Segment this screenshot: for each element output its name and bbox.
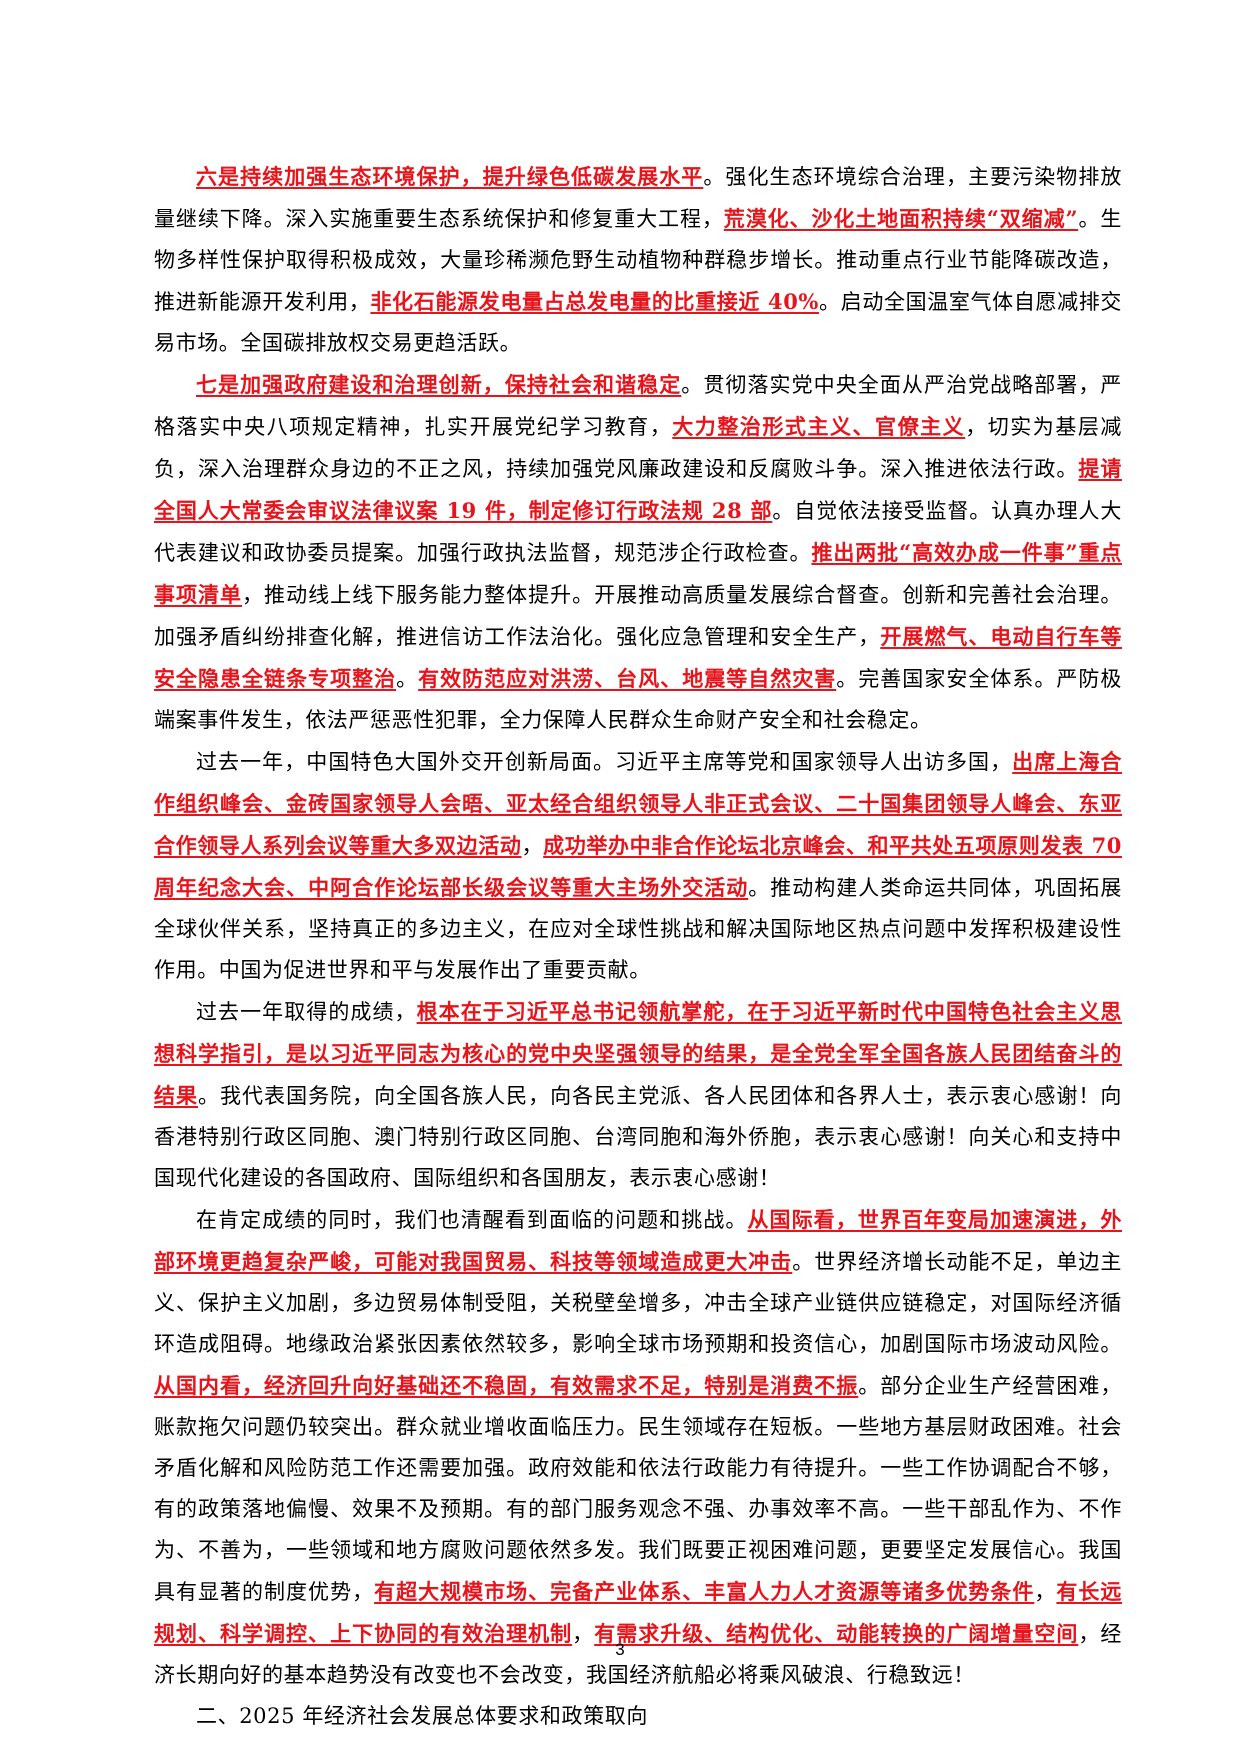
- body-text: ，切实为基层减负，深入治理群众身边的不正之风，持续加强党风廉政建设和反腐败斗争。…: [154, 415, 1122, 481]
- body-text: 。我代表国务院，向全国各族人民，向各民主党派、各人民团体和各界人士，表示衷心感谢…: [154, 1084, 1123, 1190]
- highlighted-text: 有需求升级、结构优化、动能转换的广阔增量空间: [594, 1621, 1079, 1646]
- paragraph: 过去一年取得的成绩，根本在于习近平总书记领航掌舵，在于习近平新时代中国特色社会主…: [154, 991, 1122, 1199]
- highlighted-text: 有效防范应对洪涝、台风、地震等自然灾害: [418, 666, 837, 691]
- body-text: 。贯彻落实党中央全面从严治党战略部署，严格落实中央八项规定精神，扎实开展党纪学习…: [154, 373, 1123, 439]
- body-text: ，推动线上线下服务能力整体提升。开展推动高质量发展综合督查。创新和完善社会治理。…: [154, 583, 1122, 649]
- body-text: ，: [1034, 1580, 1057, 1604]
- document-body: 六是持续加强生态环境保护，提升绿色低碳发展水平。强化生态环境综合治理，主要污染物…: [154, 156, 1122, 1737]
- body-text: ，: [521, 834, 544, 858]
- highlighted-text: 六是持续加强生态环境保护，提升绿色低碳发展水平: [196, 164, 704, 189]
- highlighted-text: 成功举办中非合作论坛北京峰会、和平共处五项原则发表 70 周年纪念大会、中阿合作…: [154, 833, 1122, 900]
- highlighted-text: 有长远规划、科学调控、上下协同的有效治理机制: [154, 1579, 1122, 1646]
- page-number: 3: [615, 1640, 625, 1659]
- body-text: 过去一年，中国特色大国外交开创新局面。习近平主席等党和国家领导人出访多国，: [196, 750, 1013, 774]
- highlighted-text: 七是加强政府建设和治理创新，保持社会和谐稳定: [196, 372, 682, 397]
- body-text: 。自觉依法接受监督。认真办理人大代表建议和政协委员提案。加强行政执法监督，规范涉…: [154, 499, 1123, 565]
- paragraph: 六是持续加强生态环境保护，提升绿色低碳发展水平。强化生态环境综合治理，主要污染物…: [154, 156, 1122, 364]
- body-text: 。部分企业生产经营困难，账款拖欠问题仍较突出。群众就业增收面临压力。民生领域存在…: [154, 1374, 1122, 1604]
- body-text: 。强化生态环境综合治理，主要污染物排放量继续下降。深入实施重要生态系统保护和修复…: [154, 165, 1122, 231]
- highlighted-text: 有超大规模市场、完备产业体系、丰富人力人才资源等诸多优势条件: [374, 1579, 1035, 1604]
- body-text: 。: [396, 667, 419, 691]
- body-text: 过去一年取得的成绩，: [196, 1000, 417, 1024]
- body-text: 。启动全国温室气体自愿减排交易市场。全国碳排放权交易更趋活跃。: [154, 290, 1123, 355]
- highlighted-text: 开展燃气、电动自行车等安全隐患全链条专项整治: [154, 624, 1123, 691]
- body-text: 。完善国家安全体系。严防极端案事件发生，依法严惩恶性犯罪，全力保障人民群众生命财…: [154, 667, 1122, 732]
- highlighted-text: 推出两批“高效办成一件事”重点事项清单: [154, 540, 1122, 607]
- highlighted-text: 非化石能源发电量占总发电量的比重接近 40%: [370, 289, 819, 314]
- highlighted-text: 从国际看，世界百年变局加速演进，外部环境更趋复杂严峻，可能对我国贸易、科技等领域…: [154, 1207, 1123, 1274]
- body-text: 。世界经济增长动能不足，单边主义、保护主义加剧，多边贸易体制受阻，关税壁垒增多，…: [154, 1250, 1122, 1356]
- highlighted-text: 大力整治形式主义、官僚主义: [672, 414, 966, 439]
- body-text: 二、2025 年经济社会发展总体要求和政策取向: [196, 1704, 648, 1728]
- paragraph: 七是加强政府建设和治理创新，保持社会和谐稳定。贯彻落实党中央全面从严治党战略部署…: [154, 364, 1122, 741]
- highlighted-text: 根本在于习近平总书记领航掌舵，在于习近平新时代中国特色社会主义思想科学指引，是以…: [154, 999, 1123, 1108]
- highlighted-text: 从国内看，经济回升向好基础还不稳固，有效需求不足，特别是消费不振: [154, 1373, 859, 1398]
- paragraph: 过去一年，中国特色大国外交开创新局面。习近平主席等党和国家领导人出访多国，出席上…: [154, 741, 1122, 991]
- highlighted-text: 提请全国人大常委会审议法律议案 19 件，制定修订行政法规 28 部: [154, 456, 1122, 523]
- highlighted-text: 出席上海合作组织峰会、金砖国家领导人会晤、亚太经合组织领导人非正式会议、二十国集…: [154, 749, 1123, 858]
- body-text: 。生物多样性保护取得积极成效，大量珍稀濒危野生动植物种群稳步增长。推动重点行业节…: [154, 207, 1123, 314]
- body-text: 。推动构建人类命运共同体，巩固拓展全球伙伴关系，坚持真正的多边主义，在应对全球性…: [154, 876, 1122, 982]
- paragraph: 在肯定成绩的同时，我们也清醒看到面临的问题和挑战。从国际看，世界百年变局加速演进…: [154, 1199, 1122, 1696]
- body-text: ，经济长期向好的基本趋势没有改变也不会改变，我国经济航船必将乘风破浪、行稳致远！: [154, 1622, 1122, 1687]
- body-text: 在肯定成绩的同时，我们也清醒看到面临的问题和挑战。: [196, 1208, 748, 1232]
- body-text: ，: [572, 1622, 595, 1646]
- paragraph: 二、2025 年经济社会发展总体要求和政策取向: [154, 1696, 1122, 1737]
- highlighted-text: 荒漠化、沙化土地面积持续“双缩减”: [723, 206, 1079, 231]
